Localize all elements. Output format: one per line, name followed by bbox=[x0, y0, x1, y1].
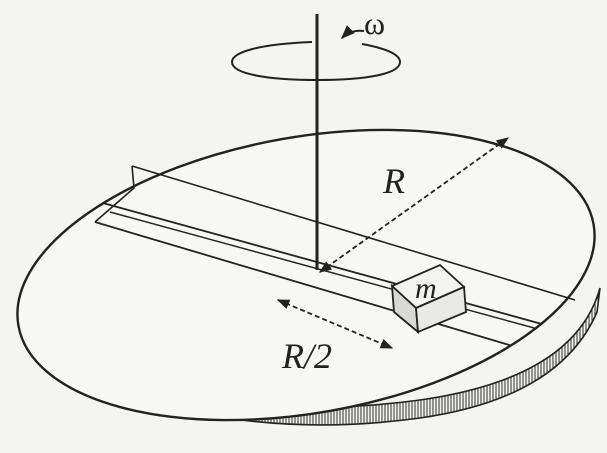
omega-label: ω bbox=[364, 5, 385, 41]
radius-label: R bbox=[382, 161, 405, 201]
mass-label: m bbox=[415, 272, 437, 305]
omega-arrow bbox=[341, 25, 365, 39]
radius-arrow bbox=[318, 137, 510, 273]
disc-top bbox=[16, 128, 596, 422]
half-radius-arrow bbox=[276, 299, 394, 349]
half-radius-label: R/2 bbox=[281, 336, 332, 376]
rotation-loop bbox=[230, 41, 402, 82]
mass-block bbox=[390, 263, 467, 335]
